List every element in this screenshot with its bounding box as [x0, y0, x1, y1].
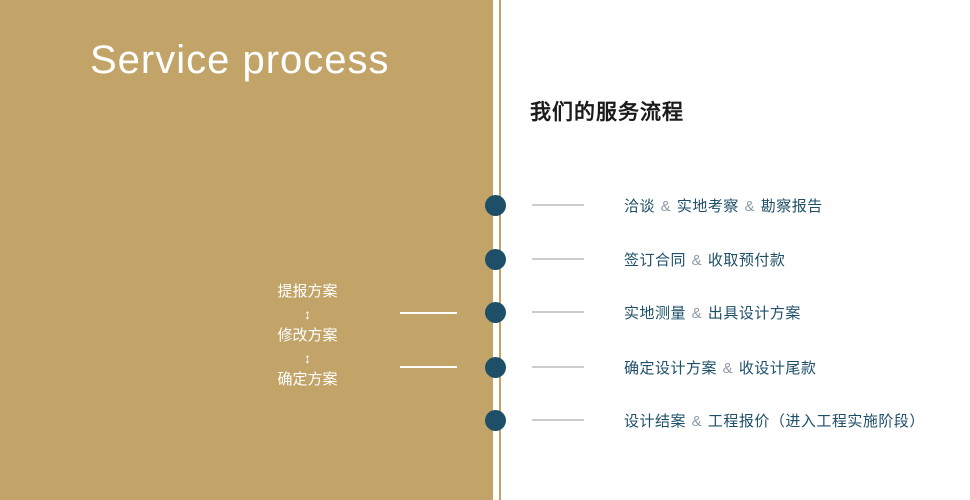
dash-line	[532, 204, 584, 206]
flow-step: 修改方案	[277, 327, 338, 344]
updown-arrow-icon: ↕	[304, 306, 311, 322]
dash-line	[532, 311, 584, 313]
connector-line	[400, 366, 457, 368]
dash-line	[532, 258, 584, 260]
timeline-item-text: 设计结案 & 工程报价（进入工程实施阶段）	[624, 412, 925, 430]
timeline-item-text: 洽谈 & 实地考察 & 勘察报告	[624, 197, 823, 215]
timeline-dot	[485, 301, 506, 323]
connector-line	[400, 312, 457, 314]
timeline-row: 签订合同 & 收取预付款	[485, 248, 785, 270]
dash-line	[532, 366, 584, 368]
timeline-row: 确定设计方案 & 收设计尾款	[485, 356, 816, 378]
updown-arrow-icon: ↕	[304, 350, 311, 366]
timeline-dot	[485, 409, 506, 431]
flow-step: 确定方案	[277, 371, 338, 388]
timeline-dot	[485, 194, 506, 216]
timeline-row: 实地测量 & 出具设计方案	[485, 301, 801, 323]
timeline-item-text: 确定设计方案 & 收设计尾款	[624, 359, 817, 377]
timeline-row: 设计结案 & 工程报价（进入工程实施阶段）	[485, 409, 925, 431]
page-title-chinese: 我们的服务流程	[530, 101, 684, 124]
timeline-item-text: 签订合同 & 收取预付款	[624, 251, 786, 269]
timeline-item-text: 实地测量 & 出具设计方案	[624, 304, 801, 322]
flow-step: 提报方案	[277, 283, 338, 300]
dash-line	[532, 419, 584, 421]
design-flow-steps: 提报方案 ↕ 修改方案 ↕ 确定方案	[260, 282, 355, 390]
timeline-dot	[485, 356, 506, 378]
timeline-dot	[485, 248, 506, 270]
timeline-row: 洽谈 & 实地考察 & 勘察报告	[485, 194, 823, 216]
left-panel	[0, 0, 493, 500]
page-title-english: Service process	[90, 38, 390, 82]
